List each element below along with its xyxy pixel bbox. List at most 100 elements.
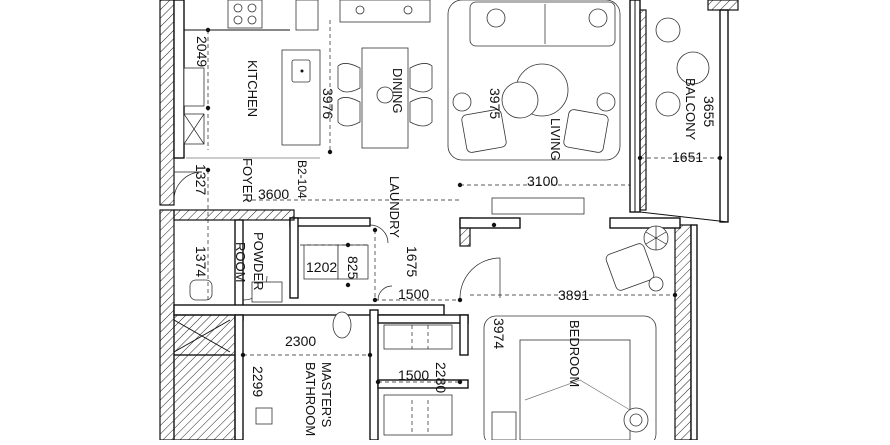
powder-toilet: [189, 279, 213, 301]
living-bedroom-wall: [459, 217, 521, 229]
dim-closet-w: 1202: [306, 259, 337, 275]
oven-unit: [183, 67, 205, 107]
powder-basin: [251, 281, 283, 303]
bath-toilet: [332, 311, 352, 339]
balcony-bottom: [639, 211, 729, 223]
dim-balcony-w: 1651: [672, 149, 703, 165]
balcony-column: [707, 0, 739, 11]
fridge: [295, 0, 319, 31]
cushion-icon: [588, 8, 608, 28]
dim-corridor-w: 1500: [398, 286, 429, 302]
laundry-wall-left: [289, 217, 299, 299]
powder-wall-top: [173, 209, 295, 221]
dim-dot: [367, 352, 373, 358]
decor-icon: [355, 5, 365, 15]
dim-wardrobe-h: 2280: [433, 362, 449, 393]
dim-dot: [205, 105, 211, 111]
bedroom-armchair: [605, 243, 655, 291]
dining-chair: [409, 63, 433, 93]
decor-icon: [403, 5, 413, 15]
living: [447, 0, 621, 215]
drain-icon: [300, 69, 304, 73]
bedroom-side-table: [648, 276, 664, 292]
label-bedroom: BEDROOM: [567, 320, 582, 387]
label-living: LIVING: [548, 118, 563, 161]
cabinet-cross-icon: [183, 113, 205, 145]
dryer: [337, 244, 369, 280]
lamp-inner-icon: [629, 413, 643, 427]
bath-wall-right: [369, 309, 379, 441]
dimension-labels: 2049 3976 3975 3655 1651 3100 1327 3600 …: [193, 36, 717, 397]
dim-dot: [491, 222, 497, 228]
cooktop: [227, 0, 263, 29]
coffee-table-small: [501, 81, 539, 119]
dim-laundry-h: 1675: [404, 246, 420, 277]
vase-icon: [376, 86, 394, 104]
armchair: [563, 109, 609, 153]
dim-bath-w: 2300: [285, 333, 316, 349]
dining: [337, 0, 433, 149]
burner-icon: [247, 15, 257, 25]
dim-dot: [240, 352, 246, 358]
room-labels: KITCHEN DINING LIVING BALCONY FOYER B2-1…: [233, 60, 698, 436]
right-wall: [674, 224, 692, 441]
dim-living-h: 3975: [487, 88, 503, 119]
burner-icon: [233, 3, 243, 13]
side-table: [596, 92, 616, 112]
shower-cross-2: [173, 319, 231, 353]
corridor-wall: [173, 304, 445, 316]
dim-dot: [457, 182, 463, 188]
balcony: [655, 17, 710, 117]
doors: [173, 171, 501, 301]
dim-dot: [372, 227, 378, 233]
dim-dot: [672, 292, 678, 298]
wardrobe-wall-top: [377, 314, 469, 324]
sofa: [469, 1, 616, 47]
dim-dot: [375, 379, 381, 385]
balcony-chair: [655, 91, 681, 117]
wardrobe-lower: [383, 394, 453, 436]
dim-dot: [372, 297, 378, 303]
dim-dot: [717, 155, 723, 161]
cushion-icon: [486, 8, 506, 28]
blanket-fold: [524, 379, 631, 411]
dimension-lines: [205, 20, 723, 385]
dim-kitchen-h: 2049: [194, 36, 210, 67]
bedroom-door-swing: [459, 257, 501, 299]
left-wall-upper: [159, 0, 175, 206]
label-unit-code: B2-104: [295, 160, 309, 199]
dim-balcony-h: 3655: [701, 96, 717, 127]
dining-chair: [337, 63, 361, 93]
shower-tray: [173, 354, 236, 441]
burner-icon: [247, 3, 257, 13]
dim-dot: [205, 167, 211, 173]
left-wall-lower: [159, 209, 175, 441]
dim-dot: [345, 242, 351, 248]
dim-dot: [457, 379, 463, 385]
walls: [159, 0, 739, 441]
dim-foyer-h: 1327: [193, 164, 209, 195]
bedroom: [483, 225, 669, 445]
balcony-table: [676, 51, 710, 85]
kitchen: [183, 0, 321, 159]
kitchen-wall: [173, 0, 185, 159]
label-bathroom: BATHROOM: [303, 362, 318, 436]
dim-dot: [327, 149, 333, 155]
dim-wardrobe-w: 1500: [398, 367, 429, 383]
wardrobe-shelf: [383, 324, 453, 350]
label-masters: MASTER'S: [319, 362, 334, 428]
dim-powder-h: 1374: [193, 246, 209, 277]
dining-chair: [337, 97, 361, 127]
nightstand: [491, 411, 517, 441]
balcony-rail: [639, 9, 647, 211]
laundry-wall-top: [289, 217, 371, 227]
label-powder: POWDER: [251, 232, 266, 291]
label-room: ROOM: [233, 242, 248, 282]
label-balcony: BALCONY: [683, 78, 698, 140]
label-kitchen: KITCHEN: [245, 60, 260, 117]
label-foyer: FOYER: [240, 158, 255, 203]
dining-chair: [409, 97, 433, 127]
label-laundry: LAUNDRY: [387, 176, 402, 238]
